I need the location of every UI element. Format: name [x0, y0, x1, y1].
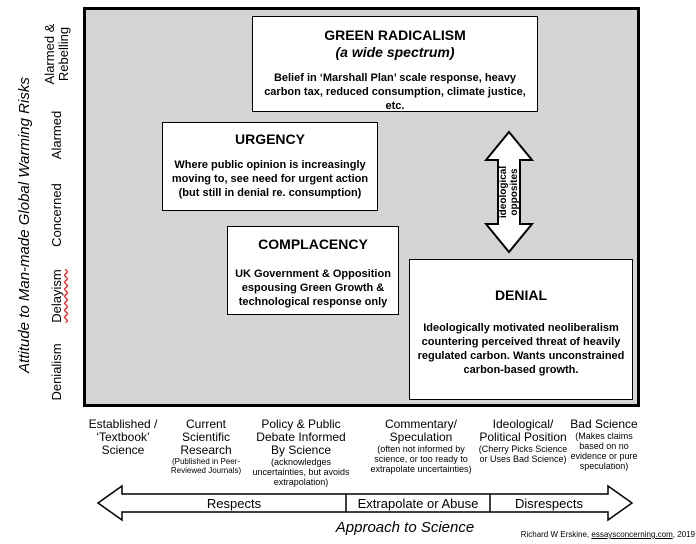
x-category-commentary: Commentary/ Speculation (often not infor…	[370, 417, 472, 475]
x-category-established: Established / ‘Textbook’ Science	[88, 417, 158, 457]
urgency-title: URGENCY	[234, 131, 305, 147]
credit-line: Richard W Erskine, essaysconcerning.com,…	[520, 530, 695, 539]
ideological-opposites-arrow	[484, 130, 534, 254]
approach-respects: Respects	[206, 496, 262, 511]
x-category-policy-debate: Policy & Public Debate Informed By Scien…	[252, 417, 350, 488]
complacency-title: COMPLACENCY	[258, 236, 368, 252]
denial-body: Ideologically motivated neoliberalism co…	[417, 322, 625, 376]
approach-extrapolate: Extrapolate or Abuse	[357, 496, 479, 511]
y-category-concerned: Concerned	[49, 183, 64, 247]
x-category-current-research: Current Scientific Research (Published i…	[170, 417, 242, 476]
green-radicalism-box: GREEN RADICALISM (a wide spectrum) Belie…	[252, 16, 538, 112]
x-axis-title: Approach to Science	[335, 519, 475, 536]
green-radicalism-title: GREEN RADICALISM	[324, 27, 466, 43]
complacency-box: COMPLACENCY UK Government & Opposition e…	[227, 226, 399, 315]
urgency-box: URGENCY Where public opinion is increasi…	[162, 122, 378, 211]
urgency-body: Where public opinion is increasingly mov…	[171, 159, 369, 199]
y-category-delayism: Delayism	[49, 269, 64, 323]
y-category-alarmed-rebelling: Alarmed & Rebelling	[42, 23, 71, 85]
ideological-opposites-label: ideological opposites	[498, 165, 520, 219]
green-radicalism-body: Belief in ‘Marshall Plan’ scale response…	[264, 72, 526, 112]
x-category-ideological: Ideological/ Political Position (Cherry …	[478, 417, 568, 465]
green-radicalism-subtitle: (a wide spectrum)	[335, 44, 455, 60]
x-category-bad-science: Bad Science (Makes claims based on no ev…	[570, 417, 638, 472]
complacency-body: UK Government & Opposition espousing Gre…	[235, 268, 391, 308]
approach-disrespects: Disrespects	[515, 496, 583, 511]
credit-link[interactable]: essaysconcerning.com	[591, 530, 673, 539]
y-axis-title: Attitude to Man-made Global Warming Risk…	[16, 77, 33, 373]
y-category-alarmed: Alarmed	[49, 110, 64, 160]
approach-arrow	[96, 484, 634, 522]
denial-title: DENIAL	[494, 287, 548, 303]
denial-box: DENIAL Ideologically motivated neolibera…	[409, 259, 633, 400]
